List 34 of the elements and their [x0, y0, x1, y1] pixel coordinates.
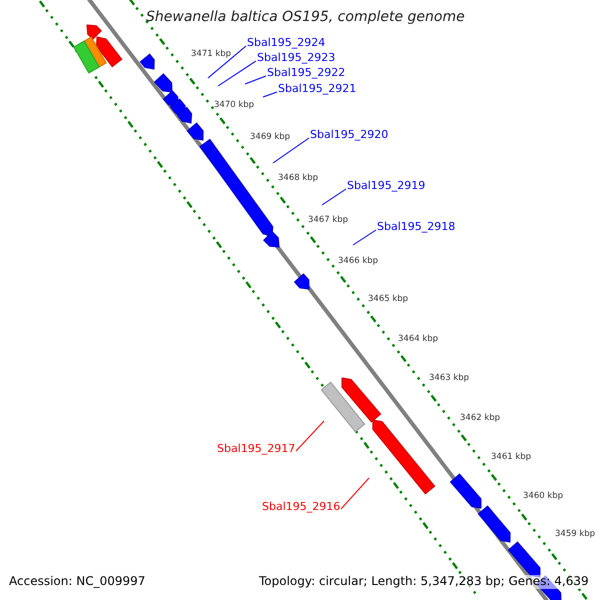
scale-label: 3470 kbp	[214, 101, 254, 111]
scale-label: 3461 kbp	[491, 453, 532, 463]
leader-line	[322, 188, 346, 206]
scale-label: 3464 kbp	[398, 335, 438, 345]
leader-line	[352, 230, 376, 246]
scale-label: 3466 kbp	[338, 257, 378, 267]
leader-line	[218, 60, 256, 86]
scale-label: 3468 kbp	[278, 174, 318, 184]
gene-label: Sbal195_2918	[377, 221, 456, 234]
scale-label: 3462 kbp	[460, 414, 500, 424]
gene-label: Sbal195_2923	[257, 52, 336, 65]
leader-line	[262, 92, 278, 98]
scale-label: 3471 kbp	[191, 50, 232, 60]
title: Shewanella baltica OS195, complete genome	[146, 9, 465, 26]
scale-label: 3469 kbp	[250, 133, 290, 143]
leader-line	[208, 46, 246, 78]
info-text: Accession: NC_009997	[9, 575, 146, 589]
info-text: Topology: circular; Length: 5,347,283 bp; Genes: 4,639	[259, 575, 589, 589]
gene-label: Sbal195_2920	[310, 129, 388, 142]
gene-label: Sbal195_2922	[267, 67, 346, 80]
gene-label: Sbal195_2916	[262, 501, 340, 514]
gene-label: Sbal195_2919	[347, 180, 426, 193]
scale-label: 3460 kbp	[523, 492, 564, 502]
scale-label: 3465 kbp	[368, 295, 408, 305]
leader-line	[340, 478, 370, 510]
gene-label: Sbal195_2921	[278, 83, 356, 96]
scale-label: 3459 kbp	[555, 530, 596, 540]
leader-line	[296, 420, 324, 452]
leader-line	[244, 76, 266, 84]
gene-label: Sbal195_2924	[247, 37, 326, 50]
scale-label: 3463 kbp	[429, 374, 470, 384]
scale-label: 3467 kbp	[308, 216, 348, 226]
gene-label: Sbal195_2917	[217, 443, 296, 456]
leader-line	[272, 138, 310, 164]
